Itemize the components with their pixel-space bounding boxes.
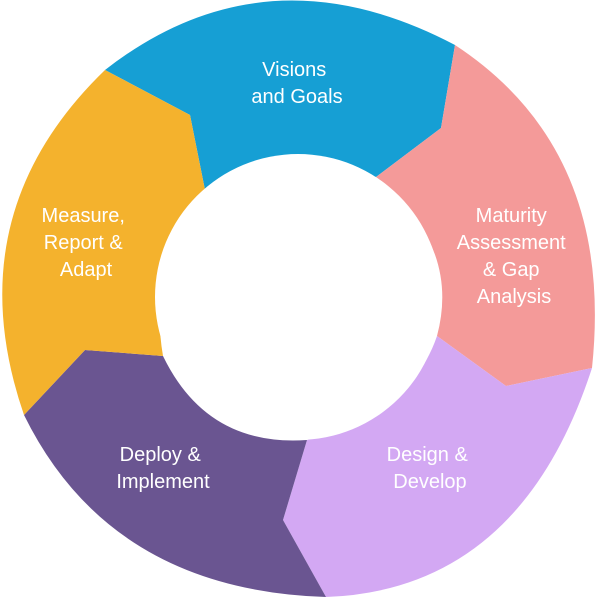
label-visions-and-goals: Visions and Goals <box>251 59 342 108</box>
segment-deploy-implement <box>24 350 326 597</box>
label-line: Design & <box>387 444 469 466</box>
segment-maturity-assessment <box>376 45 595 386</box>
label-line: Assessment <box>457 232 566 254</box>
label-line: Adapt <box>60 259 113 281</box>
label-line: Measure, <box>42 205 125 227</box>
label-line: & Gap <box>483 259 540 281</box>
label-line: and Goals <box>251 86 342 108</box>
label-line: Maturity <box>476 205 547 227</box>
label-line: Report & <box>44 232 124 254</box>
center-hole <box>155 154 441 440</box>
label-maturity-assessment: Maturity Assessment & Gap Analysis <box>457 205 572 308</box>
segment-measure-report-adapt <box>2 70 206 415</box>
label-line: Develop <box>393 471 466 493</box>
label-line: Implement <box>116 471 210 493</box>
label-measure-report-adapt: Measure, Report & Adapt <box>42 205 131 281</box>
segment-visions-and-goals <box>105 0 455 190</box>
label-line: Analysis <box>477 286 551 308</box>
label-design-develop: Design & Develop <box>387 444 474 493</box>
segment-design-develop <box>283 336 592 597</box>
label-line: Visions <box>262 59 326 81</box>
label-deploy-implement: Deploy & Implement <box>116 444 210 493</box>
label-line: Deploy & <box>120 444 202 466</box>
